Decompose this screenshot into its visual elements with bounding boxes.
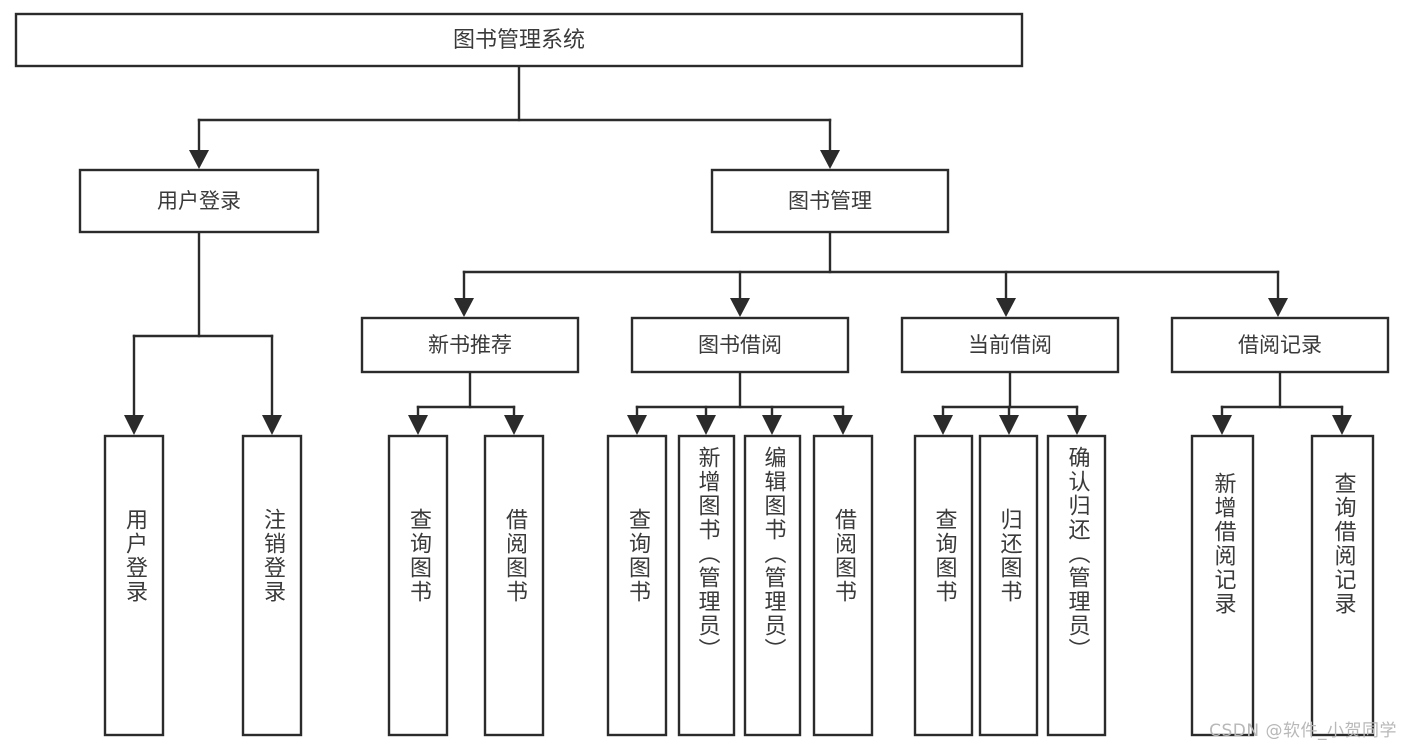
node-leaf-query-book-newbook[interactable] <box>387 434 449 737</box>
arrow-user-login-to-leaf-1 <box>124 415 144 435</box>
node-user-login-label: 用户登录 <box>157 189 241 213</box>
arrow-new-book-to-leaf-1 <box>408 415 428 435</box>
node-leaf-edit-book-admin[interactable] <box>743 434 802 737</box>
arrow-record-to-leaf-2 <box>1332 415 1352 435</box>
arrow-current-to-leaf-2 <box>999 415 1019 435</box>
arrow-current-to-leaf-3 <box>1067 415 1087 435</box>
node-new-book-recommend[interactable] <box>360 316 580 374</box>
arrow-new-book-to-leaf-2 <box>504 415 524 435</box>
node-new-book-recommend-label: 新书推荐 <box>428 333 512 357</box>
node-book-borrow-label: 图书借阅 <box>698 333 782 357</box>
node-borrow-record[interactable] <box>1170 316 1390 374</box>
node-leaf-query-borrow-record[interactable] <box>1310 434 1375 737</box>
connector-layer <box>124 64 1352 435</box>
arrow-borrow-to-leaf-2 <box>696 415 716 435</box>
node-leaf-query-book-current[interactable] <box>913 434 974 737</box>
node-leaf-user-login[interactable] <box>103 434 165 737</box>
node-book-manage-label: 图书管理 <box>788 189 872 213</box>
node-root-label: 图书管理系统 <box>453 28 585 53</box>
arrow-borrow-to-leaf-1 <box>627 415 647 435</box>
arrow-book-manage-to-borrow <box>730 298 750 317</box>
node-leaf-return-book[interactable] <box>978 434 1039 737</box>
node-current-borrow-label: 当前借阅 <box>968 333 1052 357</box>
node-leaf-confirm-return-admin[interactable] <box>1046 434 1107 737</box>
node-leaf-add-borrow-record[interactable] <box>1190 434 1255 737</box>
arrow-current-to-leaf-1 <box>933 415 953 435</box>
node-borrow-record-label: 借阅记录 <box>1238 333 1322 357</box>
node-book-manage[interactable] <box>710 168 950 234</box>
arrow-user-login-to-leaf-2 <box>262 415 282 435</box>
node-user-login[interactable] <box>78 168 320 234</box>
node-leaf-borrow-book[interactable] <box>812 434 874 737</box>
arrow-book-manage-to-current <box>996 298 1016 317</box>
csdn-watermark: CSDN @软件_小贺同学 <box>1209 721 1397 741</box>
arrow-borrow-to-leaf-4 <box>833 415 853 435</box>
arrow-book-manage-to-new-book <box>454 298 474 317</box>
node-leaf-logout[interactable] <box>241 434 303 737</box>
arrow-root-to-book-manage <box>820 150 840 169</box>
node-leaf-borrow-book-newbook[interactable] <box>483 434 545 737</box>
node-layer: 图书管理系统 用户登录 图书管理 新书推荐 图书借阅 当前借阅 借阅记录 <box>14 12 1390 737</box>
arrow-root-to-user-login <box>189 150 209 169</box>
arrow-record-to-leaf-1 <box>1212 415 1232 435</box>
node-leaf-add-book-admin[interactable] <box>677 434 736 737</box>
node-book-borrow[interactable] <box>630 316 850 374</box>
node-current-borrow[interactable] <box>900 316 1120 374</box>
arrow-borrow-to-leaf-3 <box>762 415 782 435</box>
node-root-book-system[interactable] <box>14 12 1024 68</box>
node-leaf-query-book-borrow[interactable] <box>606 434 668 737</box>
arrow-book-manage-to-record <box>1268 298 1288 317</box>
